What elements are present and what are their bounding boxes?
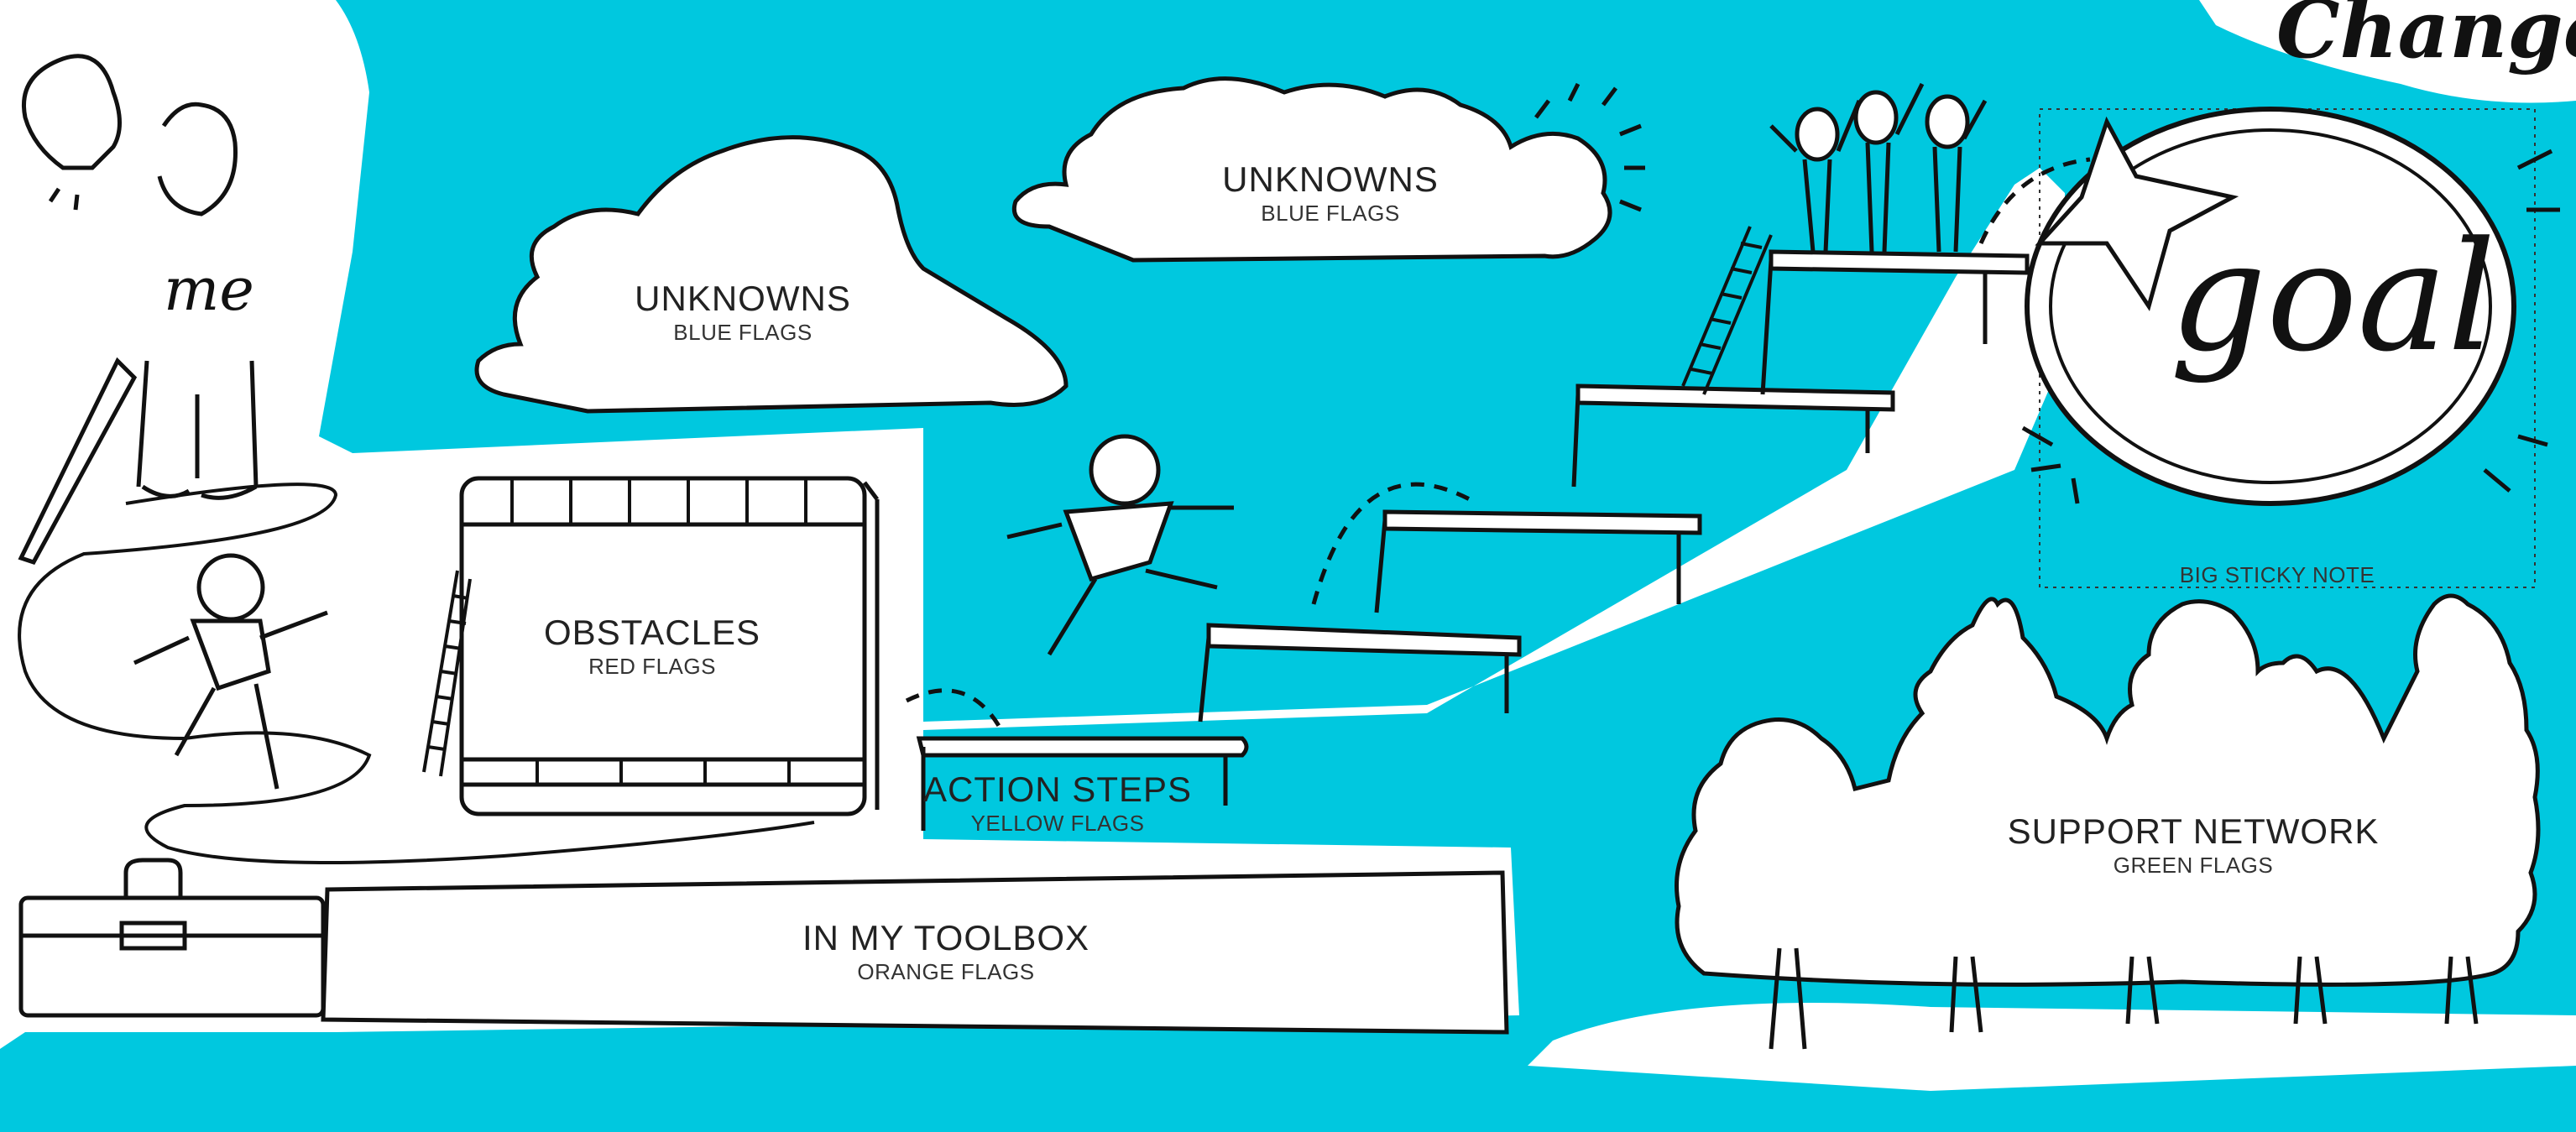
cheering-group-icon (1769, 82, 1988, 253)
unknowns-left-subtitle: BLUE FLAGS (673, 320, 813, 345)
support-network-title: SUPPORT NETWORK (2007, 811, 2380, 851)
me-label: me (164, 255, 254, 324)
lightbulb-icon (22, 54, 122, 211)
action-steps-label: ACTION STEPS YELLOW FLAGS (922, 769, 1193, 836)
obstacles-wall (459, 476, 880, 816)
big-sticky-note-title: BIG STICKY NOTE (2179, 562, 2375, 587)
action-steps-title: ACTION STEPS (922, 769, 1193, 809)
winding-path (18, 483, 815, 864)
tree-icon (1675, 593, 2541, 987)
briefcase-icon (18, 858, 326, 1018)
obstacles-title: OBSTACLES (544, 613, 760, 652)
unknowns-left-title: UNKNOWNS (635, 279, 851, 318)
ladder-top-icon (1681, 226, 1773, 395)
jump-arcs (905, 157, 2091, 728)
unknowns-top-title: UNKNOWNS (1222, 159, 1439, 199)
obstacles-label: OBSTACLES RED FLAGS (544, 613, 760, 679)
me-figure-icon (136, 102, 259, 500)
steps (916, 249, 2030, 831)
goal-label: goal (2170, 210, 2496, 385)
step-1 (916, 736, 1249, 758)
support-trees (1675, 593, 2541, 1050)
unknowns-top-subtitle: BLUE FLAGS (1261, 201, 1400, 226)
step-3 (1382, 509, 1702, 535)
change-title: Change (2276, 0, 2576, 76)
support-network-label: SUPPORT NETWORK GREEN FLAGS (2007, 811, 2380, 878)
support-network-subtitle: GREEN FLAGS (2113, 853, 2274, 878)
obstacles-subtitle: RED FLAGS (588, 654, 716, 679)
toolbox-label: IN MY TOOLBOX ORANGE FLAGS (802, 921, 1089, 983)
star-icon (2035, 116, 2239, 311)
ladder-icon (422, 570, 472, 777)
unknowns-top-label: UNKNOWNS BLUE FLAGS (1222, 159, 1439, 226)
pen-icon (18, 357, 138, 566)
cloud-unknowns-top (1012, 76, 1645, 263)
toolbox-subtitle: ORANGE FLAGS (857, 959, 1035, 984)
toolbox-title: IN MY TOOLBOX (802, 918, 1090, 957)
unknowns-left-label: UNKNOWNS BLUE FLAGS (635, 279, 851, 345)
jumping-figure-icon (1006, 434, 1234, 656)
action-steps-subtitle: YELLOW FLAGS (970, 811, 1145, 836)
walking-figure-icon (133, 553, 328, 790)
step-5 (1769, 249, 2030, 275)
cloud-unknowns-left (474, 135, 1069, 414)
big-sticky-note-label: BIG STICKY NOTE (2180, 559, 2375, 586)
big-sticky-note (2021, 107, 2560, 588)
